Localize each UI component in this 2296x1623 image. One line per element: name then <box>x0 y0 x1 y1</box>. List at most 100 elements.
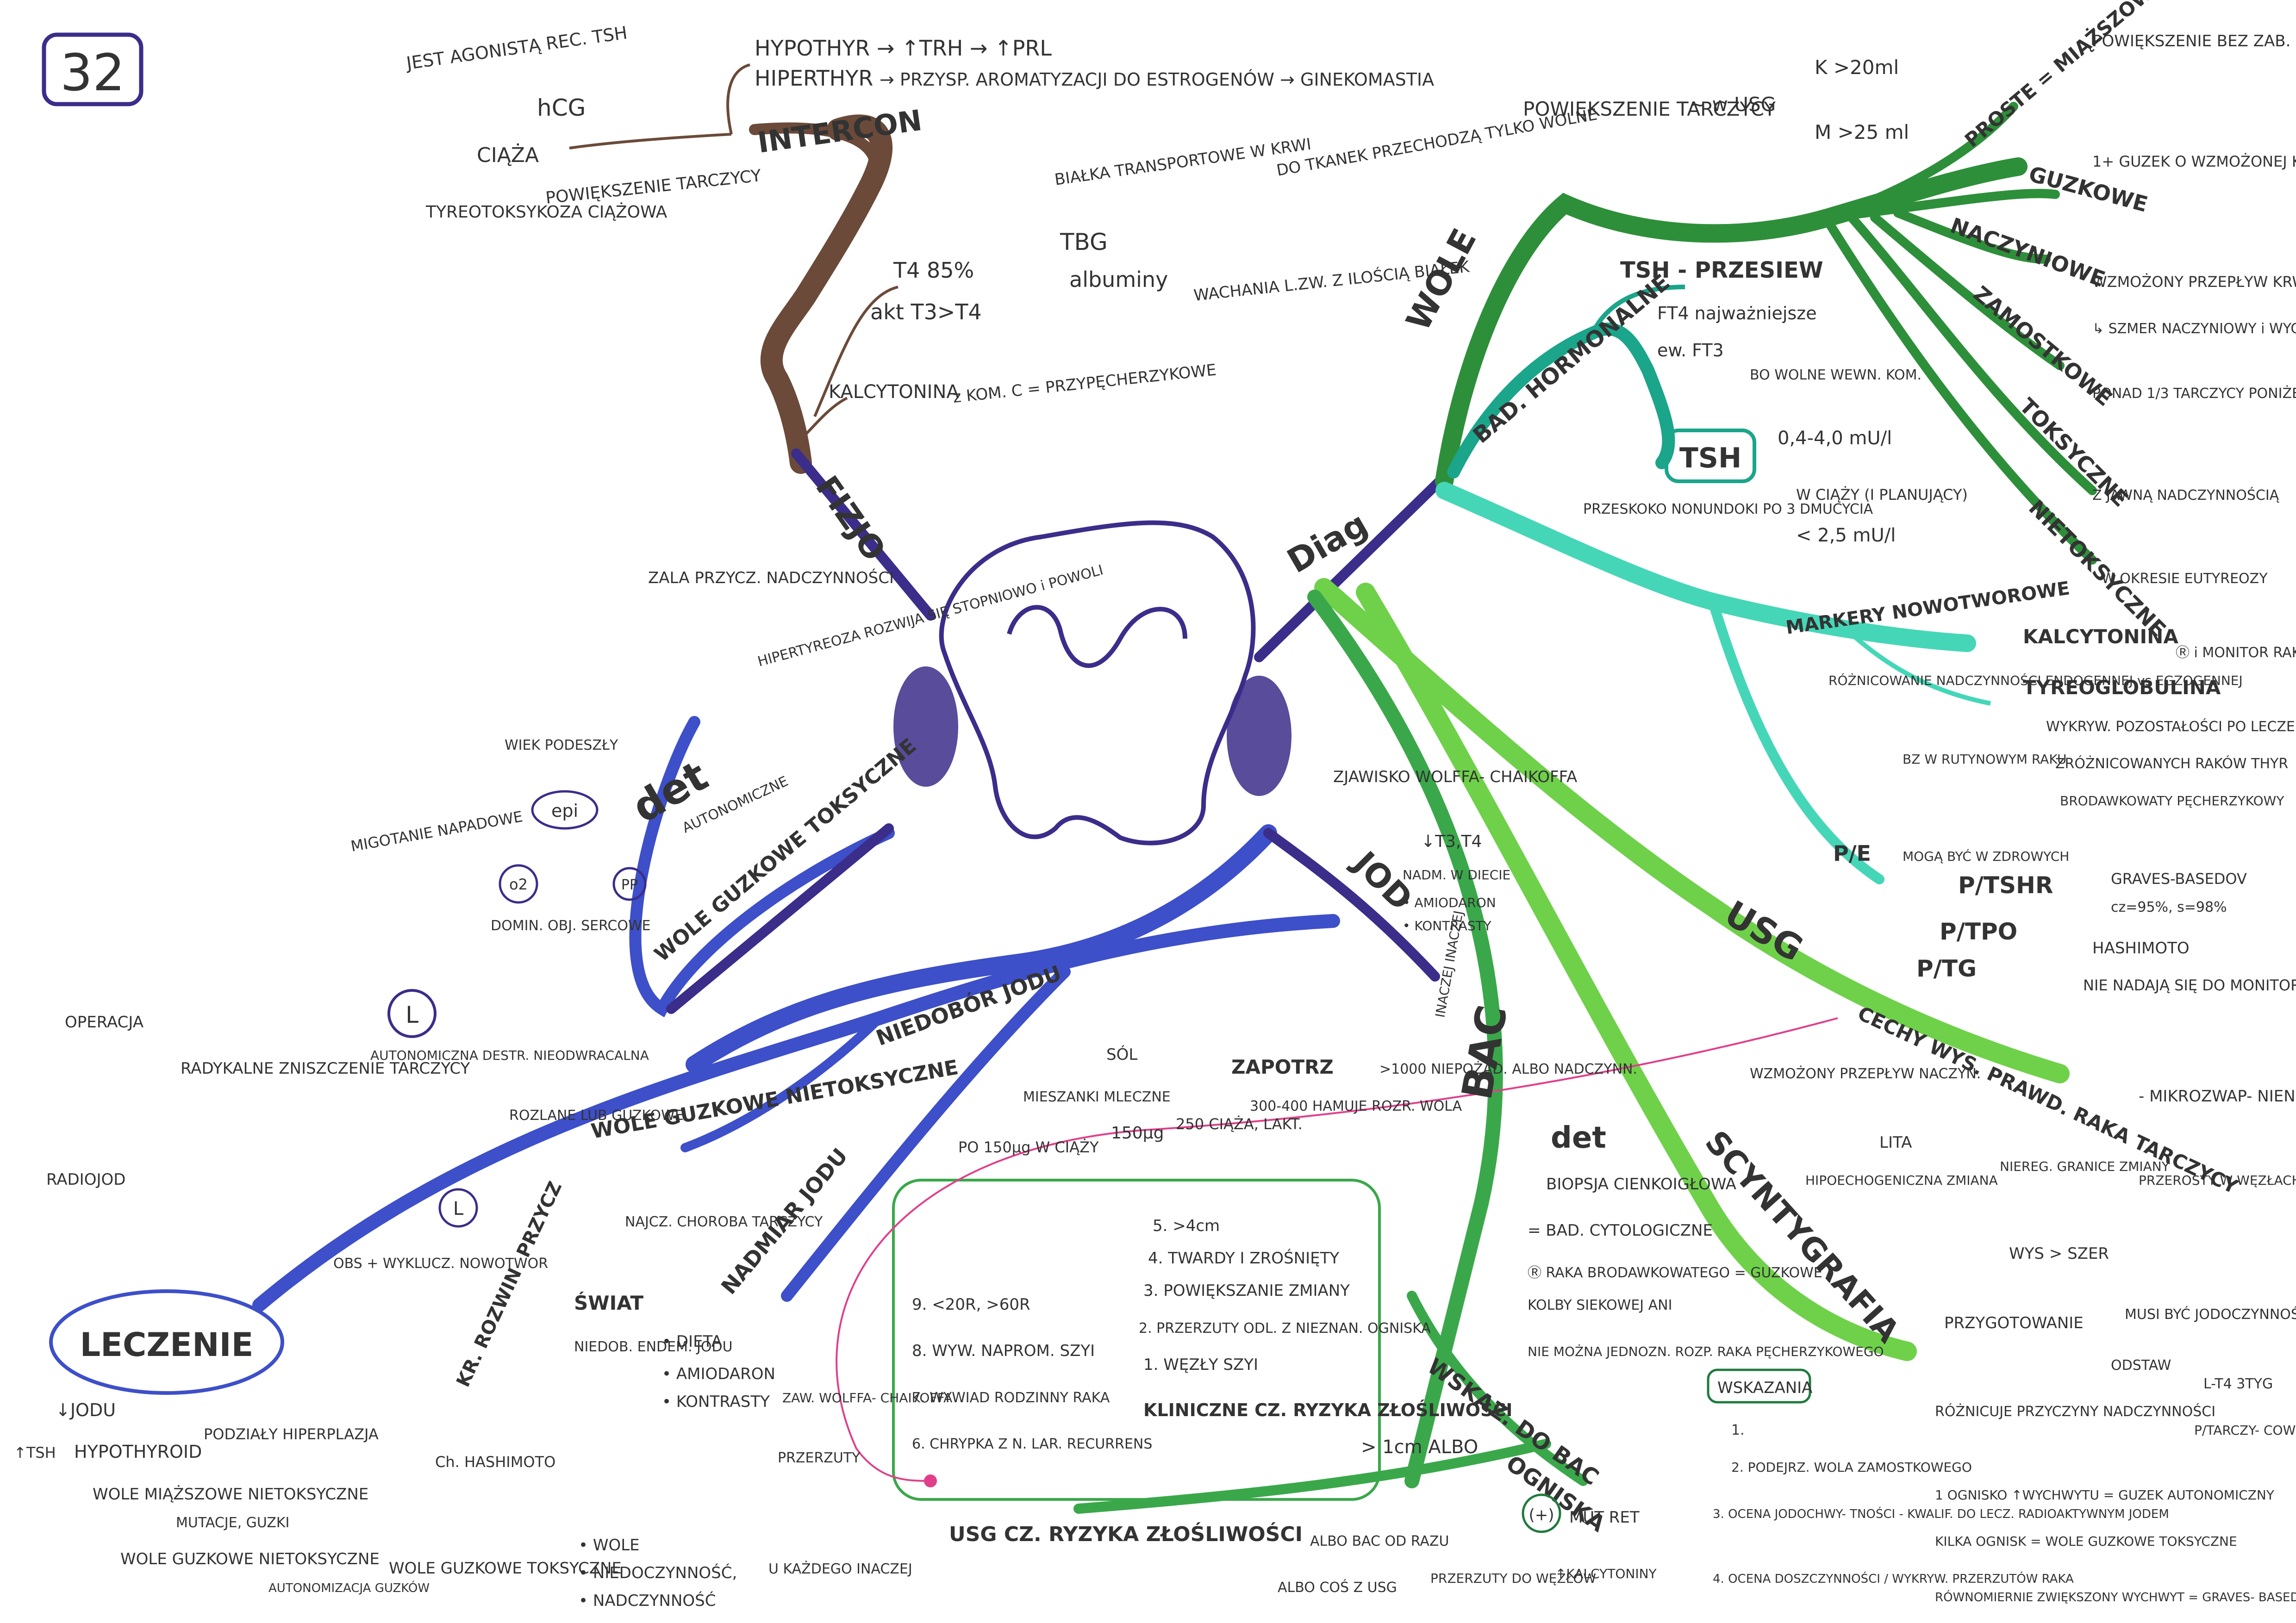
operacja-label: OPERACJA <box>65 1013 144 1032</box>
zjawisko-label: ZJAWISKO WOLFFA- CHAIKOFFA <box>1333 768 1577 786</box>
item1: 1. <box>1731 1422 1745 1438</box>
sol-label: SÓL <box>1106 1045 1137 1064</box>
epi-oval <box>531 790 599 830</box>
najcz-label: NAJCZ. CHOROBA TARCZYCY <box>625 1214 823 1230</box>
szmer-note: ↳ SZMER NACZYNIOWY i WYCZUWALNE DRŻENIE <box>2092 320 2296 337</box>
item3: 3. OCENA JODOCHWY- TNOŚCI - KWALIF. DO L… <box>1713 1506 2169 1521</box>
diag-branch <box>1254 472 1449 662</box>
epi-label: epi <box>551 801 578 821</box>
tbg-label: TBG <box>1060 229 1108 255</box>
leczenie-label: LECZENIE <box>80 1326 254 1364</box>
brown-main-branch <box>760 114 892 474</box>
po150-label: PO 150μg W CIĄŻY <box>958 1138 1099 1156</box>
proste-label: PROSTE = MIĄŻSZOWE <box>1960 0 2167 152</box>
kr-label: KR. ROZWIN <box>452 1265 526 1390</box>
wole-nietoksyczne-line <box>1824 218 2097 565</box>
rown-label: RÓWNOMIERNIE ZWIĘKSZONY WYCHWYT = GRAVES… <box>1935 1590 2296 1604</box>
brown-tbg-line <box>813 286 898 417</box>
t34-label: ↓T3,T4 <box>1421 832 1482 851</box>
akt-label: akt T3>T4 <box>870 299 982 324</box>
hiperthyr-label: HIPERTHYR <box>755 66 873 91</box>
lt4-label: L-T4 3TYG <box>2203 1376 2273 1392</box>
objawy-label: DOMIN. OBJ. SERCOWE <box>491 918 651 934</box>
pe-branch <box>1708 597 1884 884</box>
item4: 4. OCENA DOSZCZYNNOŚCI / WYKRYW. PRZERZU… <box>1713 1571 2074 1586</box>
brodawk-label: BRODAWKOWATY PĘCHERZYKOWY <box>2060 793 2284 808</box>
brown-hcg-line <box>569 133 732 149</box>
risk-i2: 2. PRZERZUTY ODL. Z NIEZNAN. OGNISKA <box>1139 1320 1431 1337</box>
t4-label: T4 85% <box>893 258 974 283</box>
radykalne-label: RADYKALNE ZNISZCZENIE TARCZYCY <box>181 1059 470 1078</box>
ptg-label: P/TG <box>1916 955 1977 982</box>
amio2-label: • AMIODARON <box>662 1365 775 1383</box>
bac-label: BAC <box>1453 1001 1517 1103</box>
risk-usg: USG CZ. RYZYKA ZŁOŚLIWOŚCI <box>949 1522 1303 1546</box>
przygotowanie-label: PRZYGOTOWANIE <box>1944 1314 2084 1332</box>
wykryw-label: WYKRYW. POZOSTAŁOŚCI PO LECZENIU NOWOTW. <box>2046 718 2296 735</box>
kalcytonina-cyan: KALCYTONINA <box>2023 625 2178 648</box>
mikro-label: - MIKROZWAP- NIENIA W ZM. OGNISKOWEJ <box>2139 1087 2296 1106</box>
c300-label: 300-400 HAMUJE ROZR. WOLA <box>1250 1098 1462 1114</box>
bo-wolne-label: BO WOLNE WEWN. KOM. <box>1750 367 1922 383</box>
w-usg: ~ w USG <box>1690 93 1776 116</box>
ptshr-label: P/TSHR <box>1958 872 2053 899</box>
tsh-przesiew-label: TSH - PRZESIEW <box>1620 257 1823 283</box>
usg-branch <box>1314 578 2070 1083</box>
tsh-przesiew-line <box>1590 285 1685 335</box>
ognisko1-label: 1 OGNISKO ↑WYCHWYTU = GUZEK AUTONOMICZNY <box>1935 1487 2275 1503</box>
leczenie-oval <box>49 1289 284 1395</box>
ognisk-label: KILKA OGNISK = WOLE GUZKOWE TOKSYCZNE <box>1935 1534 2237 1549</box>
moga-label: MOGĄ BYĆ W ZDROWYCH <box>1903 848 2069 864</box>
ptarc-label: P/TARCZY- COWE >5DNI <box>2194 1423 2296 1438</box>
bac-wskaz-line <box>1407 1291 1588 1486</box>
obs-label: OBS + WYKLUCZ. NOWOTWOR <box>333 1256 548 1272</box>
niedocz-label: • NIEDOCZYNNOŚĆ, <box>579 1563 737 1582</box>
dieta-label: • DIETA <box>662 1332 722 1351</box>
powiekszenie-green: POWIĘKSZENIE TARCZYCY <box>1523 98 1776 120</box>
bac-biopsja: BIOPSJA CIENKOIGŁOWA <box>1546 1175 1736 1194</box>
wskazania-label: WSKAZANIA <box>1717 1379 1812 1397</box>
ft3-label: ew. FT3 <box>1657 340 1724 361</box>
rozlane-label: ROZLANE LUB GUZKOWE <box>509 1107 684 1124</box>
jodu-label: ↓JODU <box>56 1400 116 1420</box>
niedobor-branch <box>252 914 1340 1312</box>
m-label: M >25 ml <box>1815 121 1909 143</box>
proste-note: POWIĘKSZENIE BEZ ZAB. ECHOSTRUKTURY <box>2092 32 2296 50</box>
wole-branch <box>1435 157 2028 491</box>
zamostkowe-note: PONAD 1/3 TARCZYCY PONIŻEJ GÓRN. BRZEGU … <box>2092 385 2296 402</box>
k-label: K >20ml <box>1815 56 1899 79</box>
bac-albo-usg: ALBO COŚ Z USG <box>1278 1579 1397 1596</box>
wole-guz-niet-branch <box>680 1014 884 1152</box>
det-navy-branch <box>666 823 894 1014</box>
bac-gt1cm: > 1cm ALBO <box>1361 1436 1478 1458</box>
albumin-label: albuminy <box>1069 267 1168 292</box>
amiodaron-label: • AMIODARON <box>1403 895 1496 910</box>
nadmiar-branch <box>781 966 1071 1302</box>
radiojod-label: RADIOJOD <box>46 1170 125 1189</box>
ch-hashi-label: Ch. HASHIMOTO <box>435 1453 555 1471</box>
bz-label: BZ W RUTYNOWYM RAKU <box>1903 752 2066 767</box>
ciaza-label: CIĄŻA <box>477 143 539 167</box>
page-number: 32 <box>60 43 125 102</box>
migotanie-label: MIGOTANIE NAPADOWE <box>349 808 524 855</box>
pink-dot <box>924 1474 937 1487</box>
wys-label: WYS > SZER <box>2009 1244 2109 1263</box>
L-label: L <box>406 1001 418 1028</box>
bac-albo: ALBO BAC OD RAZU <box>1310 1533 1449 1549</box>
bac-plus-circle <box>1522 1493 1561 1533</box>
przeskok-label: PRZESKOKO NONUNDOKI PO 3 DMUCYCIA <box>1583 501 1873 517</box>
tsh-pink: ↑TSH <box>14 1444 56 1461</box>
tyreotoksykoza-label: TYREOTOKSYKOZA CIĄŻOWA <box>425 202 668 222</box>
wiek-label: WIEK PODESZŁY <box>505 737 618 753</box>
toksyczne-note: Z JAWNĄ NADCZYNNOŚCIĄ <box>2092 486 2280 504</box>
hypothyr-label: HYPOTHYR → ↑TRH → ↑PRL <box>755 36 1052 61</box>
naczyniowe-label: NACZYNIOWE <box>1947 213 2109 292</box>
L2-circle <box>438 1188 478 1228</box>
brown-kalc-line <box>795 397 848 446</box>
tsh-box <box>1665 429 1756 483</box>
mutacje-label: MUTACJE, GUZKI <box>176 1515 289 1531</box>
odstaw-label: ODSTAW <box>2111 1357 2171 1374</box>
hiperthyr-detail: → PRZYSP. AROMATYZACJI DO ESTROGENÓW → G… <box>880 69 1434 90</box>
thyroid-figure <box>893 520 1292 846</box>
zroz-label: ZRÓŻNICOWANYCH RAKÓW THYR <box>2055 755 2288 772</box>
